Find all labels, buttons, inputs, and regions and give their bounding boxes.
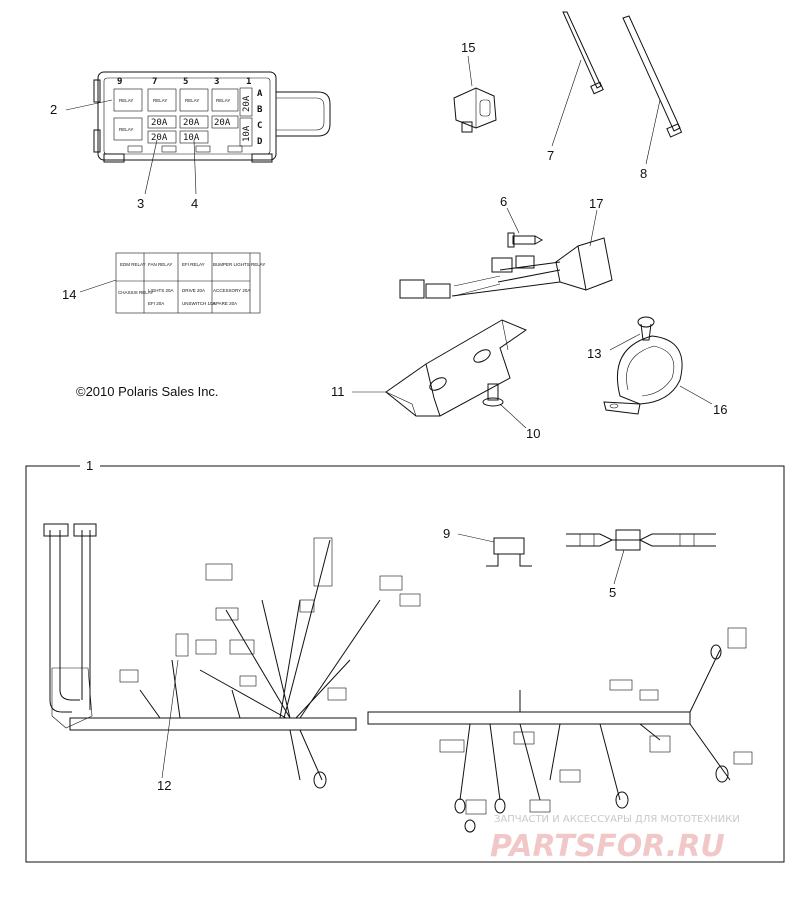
callout-13: 13 [587,346,601,361]
bracket-11[interactable] [385,319,528,417]
clip-13[interactable] [637,316,655,341]
fuse-row-number: 1 [246,77,251,87]
card-text: ACCESSORY 20A [213,288,250,293]
card-text: SPARE 20A [213,301,237,306]
card-text: EFI RELAY [182,262,205,267]
card-text: EFI 20A [148,301,164,306]
cable-tie-8[interactable] [622,15,683,138]
watermark-brand: PARTSFOR.RU [490,829,725,864]
callout-3: 3 [137,196,144,211]
card-text: BUMPER LIGHTS RELAY [213,262,265,267]
callout-8: 8 [640,166,647,181]
callout-11: 11 [331,384,345,399]
fuse-row-number: 5 [183,77,188,87]
callout-6: 6 [500,194,507,209]
connector-15[interactable] [453,87,497,133]
relay-label: RELAY [119,98,133,103]
jumper-harness-5[interactable] [566,529,716,551]
fuse-amp: 10A [183,133,200,143]
diode-9[interactable] [486,537,532,567]
fuse-amp: 20A [151,133,168,143]
relay-label: RELAY [216,98,230,103]
fuse-row-number: 3 [214,77,219,87]
callout-2: 2 [50,102,57,117]
callout-10: 10 [526,426,540,441]
card-text: UNSWITCH 10A [182,301,216,306]
card-text: CHASSIS RELAY [118,290,153,295]
main-harness[interactable] [43,523,753,833]
fuse-column-letter: A [257,89,263,99]
callout-14: 14 [62,287,76,302]
callout-17: 17 [589,196,603,211]
callout-16: 16 [713,402,727,417]
fuse-amp: 20A [183,118,200,128]
fuse-column-letter: D [257,137,263,147]
callout-1: 1 [86,458,93,473]
copyright: ©2010 Polaris Sales Inc. [76,384,219,399]
relay-label: RELAY [185,98,199,103]
fuse-column-letter: B [257,105,263,115]
card-text: LIGHTS 20A [148,288,174,293]
callout-4: 4 [191,196,198,211]
fuse-amp: 20A [242,95,252,112]
fuse-label-card[interactable]: EDM RELAY FAN RELAY EFI RELAY BUMPER LIG… [115,252,265,314]
fuse-amp: 20A [214,118,231,128]
fuse-amp: 20A [151,118,168,128]
callout-15: 15 [461,40,475,55]
callout-5: 5 [609,585,616,600]
harness-frame [25,465,785,863]
fuse-row-number: 7 [152,77,157,87]
relay-label: RELAY [153,98,167,103]
watermark-tagline: ЗАПЧАСТИ И АКСЕССУАРЫ ДЛЯ МОТОТЕХНИКИ [494,814,740,825]
p-clamp-16[interactable] [603,335,683,415]
relay-label: RELAY [119,127,133,132]
fuse-box[interactable]: 9 7 5 3 1 RELAY RELAY RELAY RELAY RELAY … [93,71,331,163]
card-text: FAN RELAY [148,262,172,267]
fuse-column-letter: C [257,121,262,131]
callout-7: 7 [547,148,554,163]
fuse-row-number: 9 [117,77,122,87]
connector-block-17[interactable] [399,237,613,299]
card-text: DRIVE 20A [182,288,205,293]
bolt-6[interactable] [507,232,544,248]
card-text: EDM RELAY [120,262,146,267]
push-rivet-10[interactable] [482,383,504,407]
callout-12: 12 [157,778,171,793]
cable-tie-7[interactable] [562,11,604,95]
fuse-amp: 10A [242,125,252,142]
callout-9: 9 [443,526,450,541]
